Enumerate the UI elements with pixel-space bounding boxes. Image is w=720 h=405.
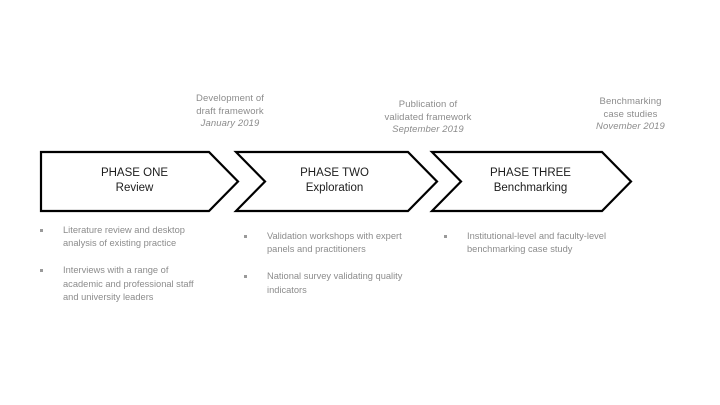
milestone-caption-1: Development of draft framework January 2… [160,93,300,131]
phase-label-three: PHASE THREE Benchmarking [458,166,603,196]
milestone-caption-2: Publication of validated framework Septe… [358,99,498,137]
phase-two-title: PHASE TWO [300,167,369,179]
bullet-dot-icon [444,235,447,238]
list-item: Literature review and desktop analysis o… [36,224,201,250]
milestone-3-line2: case studies [603,108,658,120]
milestone-3-line1: Benchmarking [599,96,662,107]
milestone-1-line2: draft framework [196,105,264,117]
milestone-1-line1: Development of [196,93,264,104]
bullet-dot-icon [244,275,247,278]
list-item-text: Literature review and desktop analysis o… [63,225,185,249]
milestone-2-line2: validated framework [384,111,472,123]
phase-three-subtitle: Benchmarking [493,182,568,194]
phase-two-bullet-list: Validation workshops with expert panels … [240,230,410,297]
milestone-1-date: January 2019 [200,118,260,129]
phase-one-title: PHASE ONE [100,167,169,179]
list-item: Institutional-level and faculty-level be… [440,230,620,256]
list-item-text: Validation workshops with expert panels … [267,231,402,255]
milestone-3-date: November 2019 [596,121,665,132]
milestone-2-line1: Publication of [398,99,458,110]
list-item-text: National survey validating quality indic… [267,271,403,295]
phase-label-two: PHASE TWO Exploration [262,166,407,196]
list-item: National survey validating quality indic… [240,270,410,296]
bullet-dot-icon [40,269,43,272]
phase-three-bullet-list: Institutional-level and faculty-level be… [440,230,620,256]
list-item-text: Institutional-level and faculty-level be… [467,231,607,255]
phase-one-bullet-list: Literature review and desktop analysis o… [36,224,201,304]
phase-two-subtitle: Exploration [305,182,364,194]
milestone-2-date: September 2019 [392,124,464,135]
list-item: Validation workshops with expert panels … [240,230,410,256]
list-item-text: Interviews with a range of academic and … [63,265,194,302]
milestone-caption-3: Benchmarking case studies November 2019 [558,96,703,134]
bullet-dot-icon [244,235,247,238]
list-item: Interviews with a range of academic and … [36,264,201,304]
phase-one-subtitle: Review [115,182,154,194]
phase-three-title: PHASE THREE [490,167,571,179]
phase-label-one: PHASE ONE Review [62,166,207,196]
bullet-dot-icon [40,229,43,232]
